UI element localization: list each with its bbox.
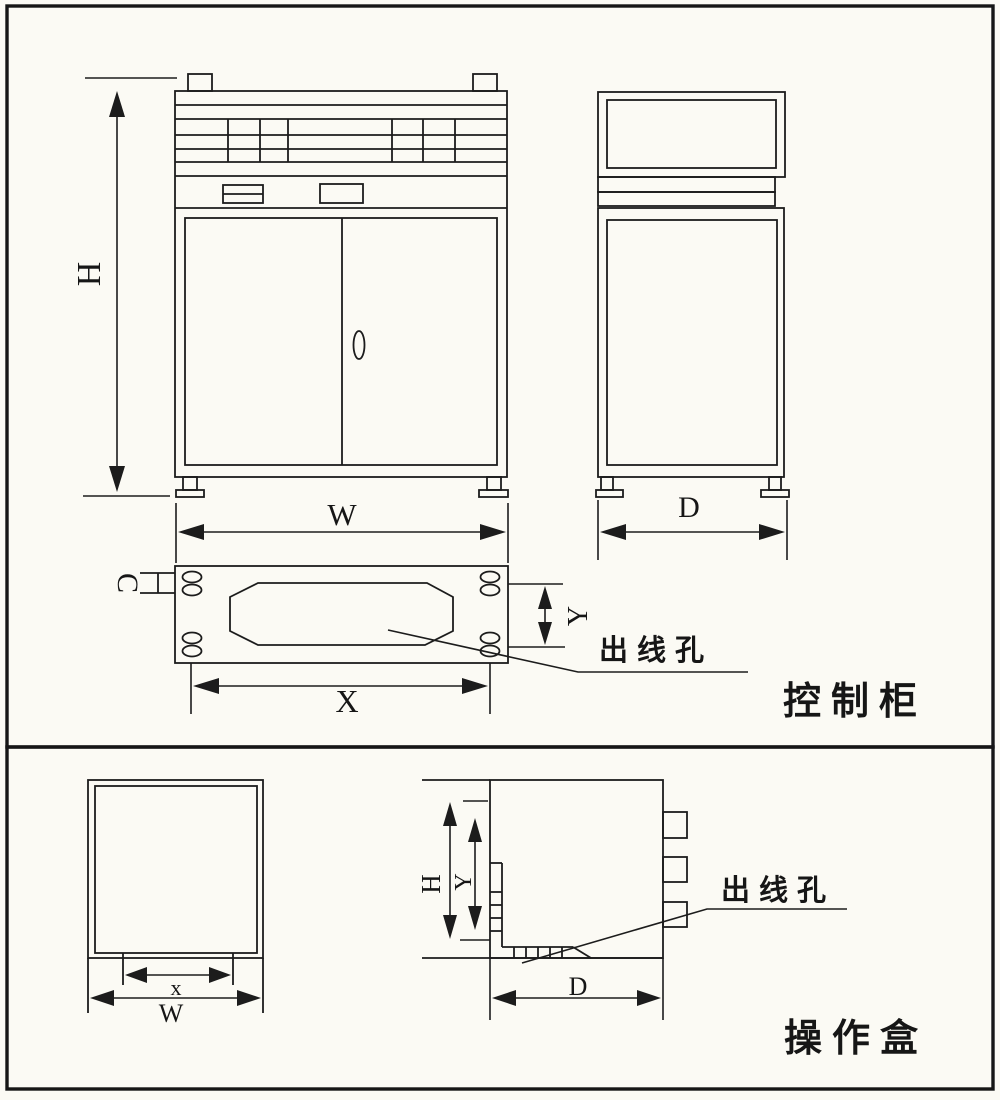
double-doors <box>184 217 498 466</box>
dim-cabinet-height <box>83 77 177 497</box>
wire-outlet-cutout <box>229 582 454 646</box>
instrument-panel <box>175 183 507 209</box>
cabinet-callout-leader <box>387 629 748 673</box>
dim-opbox-outlet-height <box>468 818 482 930</box>
cabinet-feet-side <box>595 476 790 498</box>
rear-hinges <box>662 811 688 928</box>
cabinet-title: 控制柜 <box>782 679 927 723</box>
control-cabinet-panel-frame <box>5 4 995 749</box>
opbox-callout-leader <box>521 908 847 964</box>
dim-label-cabinet-cutout-height: Y <box>563 605 594 627</box>
gland-bracket <box>140 572 175 594</box>
wire-outlet-strip <box>490 862 592 959</box>
opbox-title: 操作盒 <box>783 1016 928 1060</box>
panel-frames <box>5 4 995 1091</box>
lifting-lug-right <box>472 73 498 92</box>
dim-label-opbox-height: H <box>415 874 446 894</box>
dim-label-cabinet-gland: C <box>111 572 144 593</box>
dim-label-opbox-outlet-height: Y <box>451 873 477 891</box>
operation-box-panel-frame <box>5 745 995 1091</box>
dim-label-cabinet-width: W <box>327 496 357 532</box>
cabinet-bottom-view <box>140 565 509 664</box>
opbox-side-view <box>422 779 688 959</box>
opbox-front-view <box>87 779 264 1013</box>
cabinet-wire-outlet-callout: 出线孔 <box>598 632 713 667</box>
cabinet-body-outline <box>174 90 508 478</box>
cabinet-front-view <box>174 73 509 498</box>
dim-cabinet-depth <box>597 500 788 560</box>
dim-opbox-depth <box>489 958 664 1020</box>
dim-label-opbox-depth: D <box>568 972 588 1001</box>
opbox-wire-outlet-callout: 出线孔 <box>720 872 835 907</box>
door-handle <box>352 330 366 360</box>
dim-label-cabinet-height: H <box>71 261 108 287</box>
dim-label-cabinet-cutout-width: X <box>335 683 359 719</box>
mounting-holes <box>181 570 501 658</box>
dim-cabinet-cutout-height <box>508 583 565 648</box>
dim-cabinet-cutout-width <box>190 663 491 714</box>
cabinet-side-view <box>595 91 790 498</box>
dim-opbox-inner-width <box>125 967 231 983</box>
cabinet-feet-front <box>175 476 509 498</box>
dim-label-opbox-width: W <box>158 999 184 1028</box>
dim-opbox-width <box>90 990 261 1006</box>
meter-window-right <box>319 183 364 204</box>
dim-cabinet-width <box>175 503 509 563</box>
dim-label-cabinet-depth: D <box>678 491 700 524</box>
vent-grille <box>175 104 507 177</box>
dim-opbox-height <box>443 800 490 941</box>
lifting-lug-left <box>187 73 213 92</box>
dim-label-opbox-inner-width: x <box>170 975 182 1000</box>
